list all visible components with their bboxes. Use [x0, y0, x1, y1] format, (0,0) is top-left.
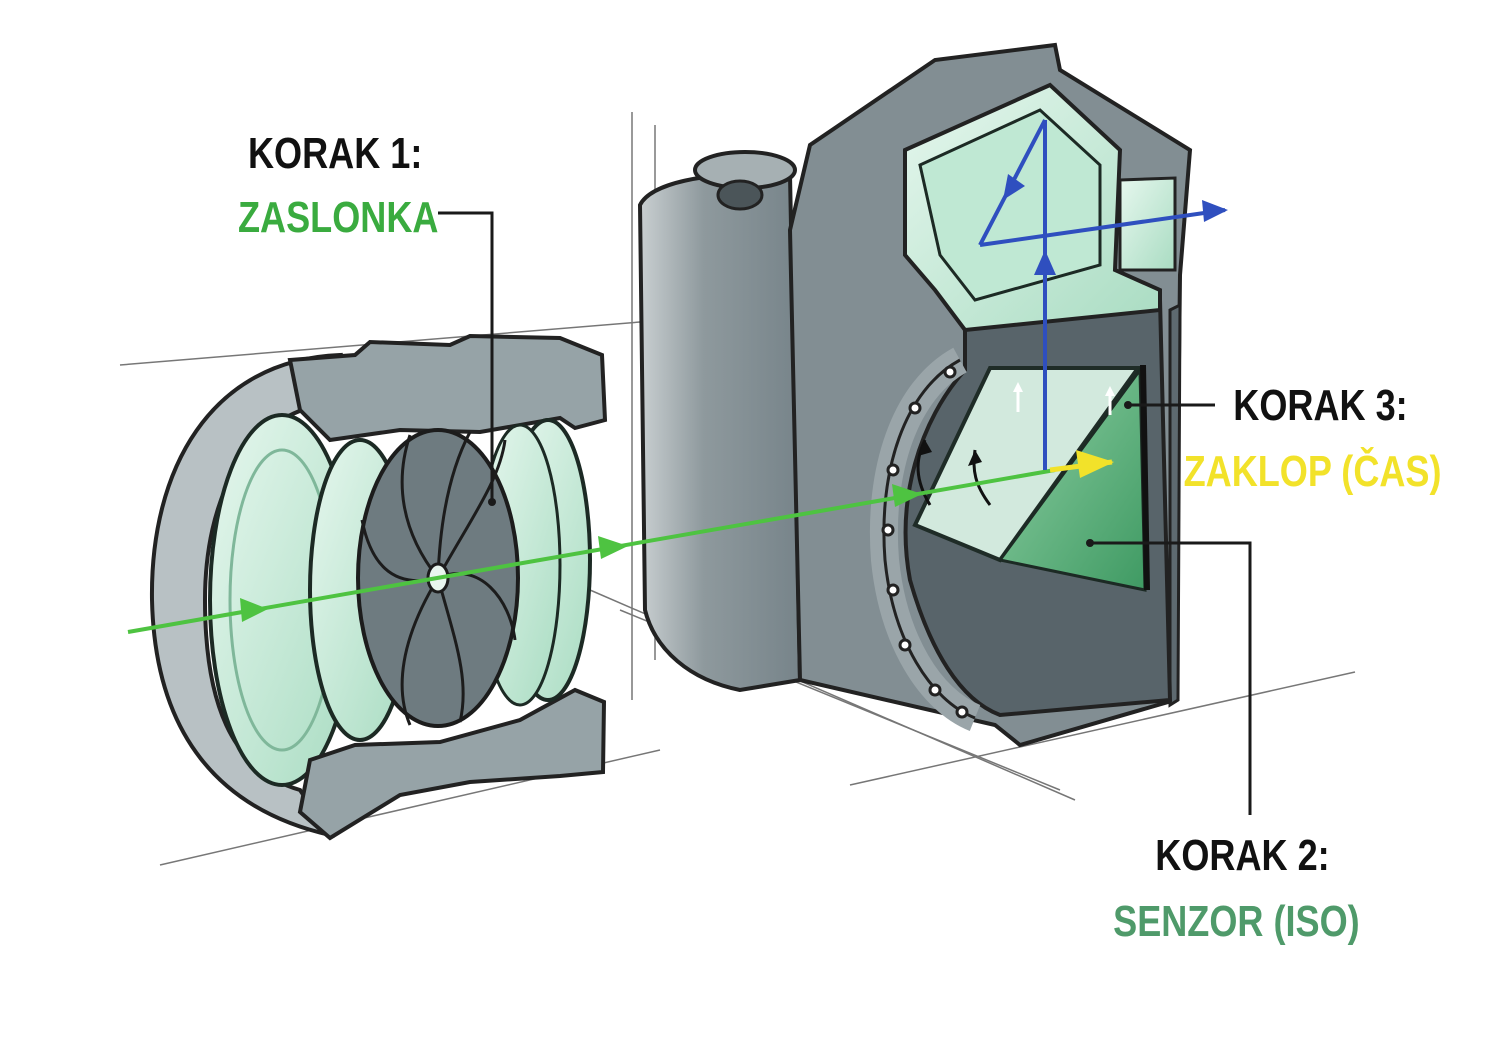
- leader-line-step2: [1090, 541, 1252, 815]
- leader-line-step1: [438, 211, 494, 500]
- reflex-mirror: [912, 366, 1142, 563]
- step1-heading: KORAK 1:: [248, 129, 423, 178]
- step2-term-senzor: SENZOR (ISO): [1113, 897, 1360, 946]
- leader-lines: [438, 211, 1252, 815]
- shutter-curtain: [1140, 364, 1150, 591]
- camera-body: [637, 42, 1193, 748]
- shutter-arrow-yellow: [1049, 450, 1114, 478]
- lens-assembly: [149, 333, 608, 841]
- step1-term-zaslonka: ZASLONKA: [238, 193, 439, 242]
- step2-heading: KORAK 2:: [1155, 831, 1330, 880]
- light-path-green: [127, 468, 1056, 634]
- shutter-dial: [693, 150, 797, 211]
- step3-term-zaklop: ZAKLOP (ČAS): [1184, 447, 1442, 496]
- step3-heading: KORAK 3:: [1233, 381, 1408, 430]
